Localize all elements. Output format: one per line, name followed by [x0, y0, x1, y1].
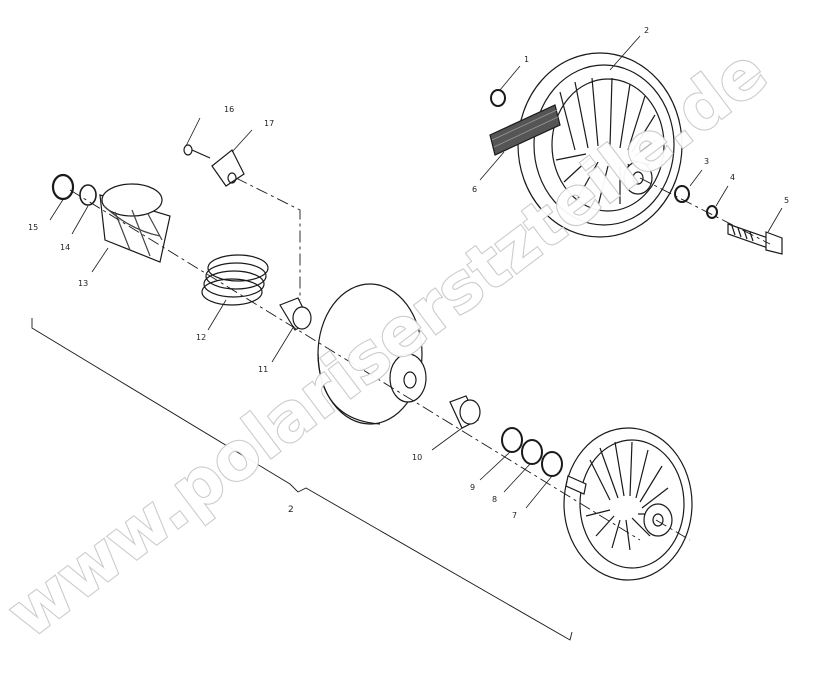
slider-button-17: [211, 149, 245, 187]
washer-9: [501, 427, 523, 453]
washer-7: [541, 451, 563, 477]
washer-3: [674, 185, 690, 203]
callout-8: 8: [492, 495, 497, 504]
screw-16: [183, 144, 211, 159]
callout-5: 5: [784, 196, 789, 205]
drive-belt-piece: [489, 104, 561, 156]
assembly-bracket: [31, 318, 573, 641]
callout-11: 11: [258, 365, 268, 374]
callout-4: 4: [730, 173, 735, 182]
callout-1: 1: [524, 55, 529, 64]
washer-14: [79, 184, 97, 206]
callout-3: 3: [704, 157, 709, 166]
bushing-11: [279, 297, 312, 331]
stationary-sheave: [563, 427, 693, 581]
callout-14: 14: [60, 243, 70, 252]
callout-15: 15: [28, 223, 38, 232]
bracket-label-2: 2: [288, 505, 294, 515]
callout-17: 17: [264, 119, 274, 128]
leader-lines: [49, 35, 783, 509]
washer-1: [490, 89, 506, 107]
cam-13: [99, 183, 171, 263]
callout-16: 16: [224, 105, 234, 114]
assembly-axis: [69, 177, 771, 541]
callout-10: 10: [412, 453, 422, 462]
callout-7: 7: [512, 511, 517, 520]
movable-sheave: [317, 283, 427, 425]
lock-washer-4: [706, 205, 718, 219]
bushing-10: [449, 395, 481, 429]
callout-13: 13: [78, 279, 88, 288]
spring-12: [201, 254, 269, 306]
snap-ring-15: [51, 173, 75, 201]
callout-6: 6: [472, 185, 477, 194]
washer-8: [521, 439, 543, 465]
bolt-5: [727, 223, 783, 255]
callout-9: 9: [470, 483, 475, 492]
driven-clutch-assembly: [517, 52, 683, 238]
callout-2: 2: [644, 26, 649, 35]
callout-12: 12: [196, 333, 206, 342]
